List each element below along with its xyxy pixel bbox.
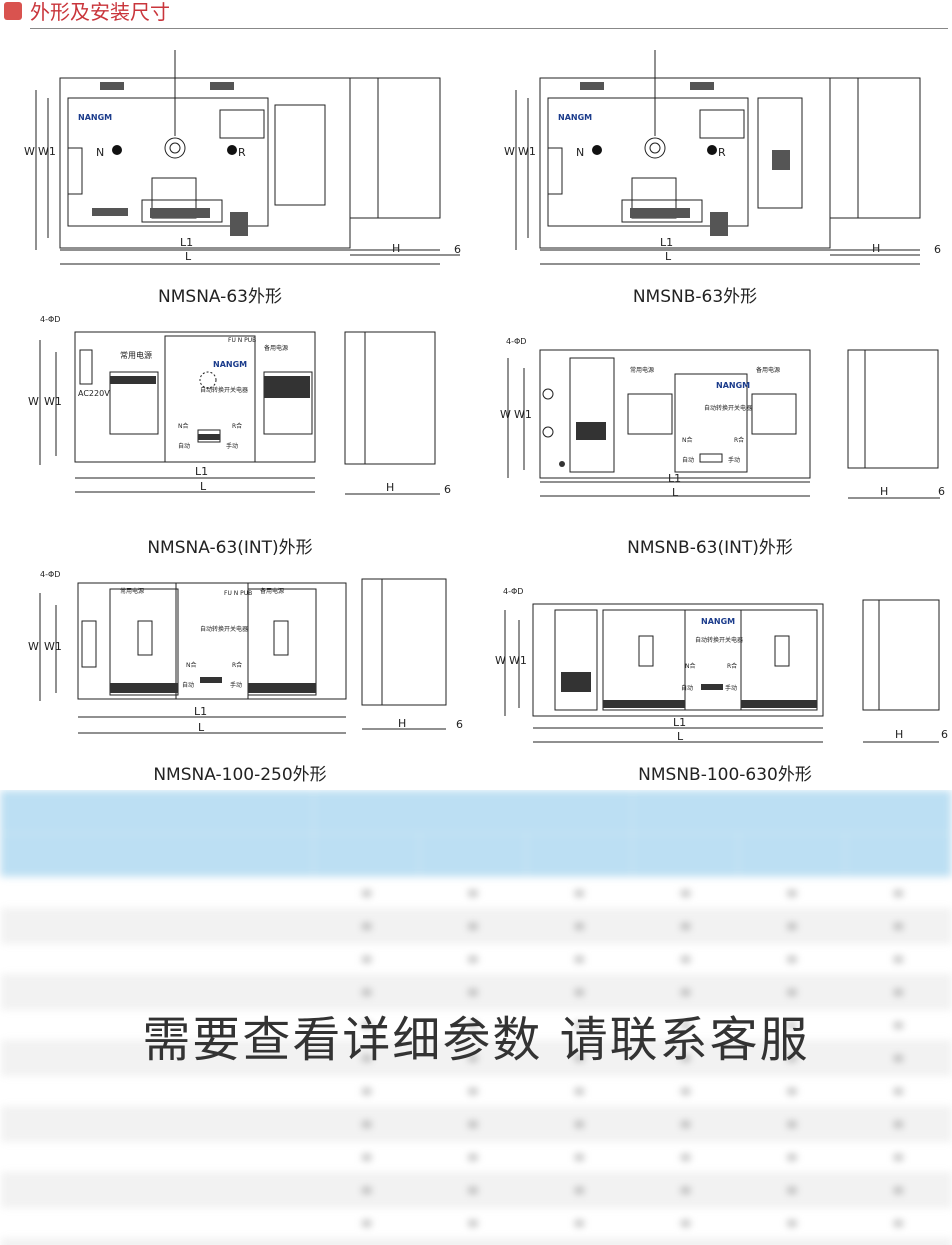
svg-text:手动: 手动 (725, 684, 737, 692)
caption-nmsnb-63-int: NMSNB-63(INT)外形 (627, 538, 793, 558)
svg-text:R合: R合 (232, 422, 242, 430)
spec-table: ▬▬▬▬▬▬ ▬▬▬▬▬▬ ▬▬▬▬▬▬ ▬▬▬▬▬▬ ▬▬▬▬▬▬ ▬▬▬▬▬… (0, 790, 952, 1245)
svg-text:自动转换开关电器: 自动转换开关电器 (200, 625, 248, 633)
svg-text:4-ΦD: 4-ΦD (40, 570, 60, 579)
drawing-nmsna-100-250: 4-ΦD 常用电源 备用电源 自动转换开关电器 N合 R合 自动 手动 FU N… (28, 570, 463, 734)
svg-text:L: L (198, 721, 205, 734)
svg-text:4-ΦD: 4-ΦD (503, 587, 523, 596)
svg-text:N: N (576, 146, 584, 159)
svg-text:自动: 自动 (182, 681, 194, 689)
svg-text:H: H (895, 728, 903, 741)
svg-text:W1: W1 (44, 395, 62, 408)
header-divider (30, 28, 948, 29)
svg-text:NANGM: NANGM (213, 360, 247, 369)
svg-text:6: 6 (444, 483, 451, 496)
svg-text:NANGM: NANGM (716, 381, 750, 390)
svg-text:W: W (495, 654, 506, 667)
svg-text:4-ΦD: 4-ΦD (40, 315, 60, 324)
svg-text:W: W (24, 145, 35, 158)
svg-text:L: L (677, 730, 684, 743)
svg-text:L: L (672, 486, 679, 499)
svg-text:W: W (28, 640, 39, 653)
drawing-nmsnb-63: NANGM N R W W1 L1 L H 6 (504, 50, 941, 265)
svg-text:6: 6 (934, 243, 941, 256)
svg-text:L: L (185, 250, 192, 263)
svg-text:FU N PUB: FU N PUB (228, 337, 256, 344)
svg-text:H: H (872, 242, 880, 255)
caption-nmsnb-100-630: NMSNB-100-630外形 (638, 765, 812, 785)
svg-text:R: R (238, 146, 246, 159)
svg-text:自动转换开关电器: 自动转换开关电器 (695, 636, 743, 644)
svg-text:N合: N合 (178, 422, 189, 430)
svg-text:R: R (718, 146, 726, 159)
svg-text:4-ΦD: 4-ΦD (506, 337, 526, 346)
svg-text:W: W (500, 408, 511, 421)
svg-text:手动: 手动 (728, 456, 740, 464)
svg-text:AC220V: AC220V (78, 389, 110, 398)
svg-text:W1: W1 (518, 145, 536, 158)
svg-text:R合: R合 (727, 662, 737, 670)
svg-text:H: H (392, 242, 400, 255)
svg-text:自动转换开关电器: 自动转换开关电器 (200, 386, 248, 394)
svg-text:NANGM: NANGM (701, 617, 735, 626)
svg-text:6: 6 (456, 718, 463, 731)
svg-text:W1: W1 (514, 408, 532, 421)
svg-text:备用电源: 备用电源 (756, 366, 780, 374)
svg-text:H: H (398, 717, 406, 730)
svg-text:6: 6 (454, 243, 461, 256)
svg-text:6: 6 (941, 728, 948, 741)
svg-text:L1: L1 (194, 705, 207, 718)
caption-nmsna-63: NMSNA-63外形 (158, 287, 282, 307)
drawing-nmsnb-100-630: 4-ΦD NANGM 自动转换开关电器 N合 R合 自动 手动 W W1 L1 … (495, 587, 948, 743)
svg-text:NANGM: NANGM (78, 113, 112, 122)
section-title: 外形及安装尺寸 (30, 0, 170, 24)
svg-text:W1: W1 (509, 654, 527, 667)
svg-text:L1: L1 (195, 465, 208, 478)
svg-text:常用电源: 常用电源 (630, 366, 654, 374)
svg-text:N合: N合 (186, 661, 197, 669)
svg-text:L1: L1 (660, 236, 673, 249)
drawing-nmsnb-63-int: 4-ΦD 常用电源 备用电源 NANGM 自动转换开关电器 N合 R合 自动 手… (500, 337, 945, 499)
svg-text:手动: 手动 (226, 442, 238, 450)
svg-text:自动: 自动 (682, 456, 694, 464)
drawing-nmsna-63: NANGM N R W W1 L1 L H 6 (24, 50, 461, 265)
svg-text:FU N PUB: FU N PUB (224, 590, 252, 597)
svg-text:N合: N合 (682, 436, 693, 444)
caption-nmsna-63-int: NMSNA-63(INT)外形 (147, 538, 313, 558)
svg-text:N合: N合 (685, 662, 696, 670)
svg-text:H: H (880, 485, 888, 498)
svg-text:常用电源: 常用电源 (120, 587, 144, 595)
svg-text:R合: R合 (232, 661, 242, 669)
caption-nmsnb-63: NMSNB-63外形 (632, 287, 758, 307)
svg-text:6: 6 (938, 485, 945, 498)
svg-text:L1: L1 (180, 236, 193, 249)
svg-text:手动: 手动 (230, 681, 242, 689)
section-header: 外形及安装尺寸 (0, 0, 952, 30)
svg-text:R合: R合 (734, 436, 744, 444)
svg-text:H: H (386, 481, 394, 494)
svg-text:备用电源: 备用电源 (264, 344, 288, 352)
svg-text:NANGM: NANGM (558, 113, 592, 122)
spec-table-blurred: ▬▬▬▬▬▬ ▬▬▬▬▬▬ ▬▬▬▬▬▬ ▬▬▬▬▬▬ ▬▬▬▬▬▬ ▬▬▬▬▬… (0, 790, 952, 1245)
search-icon (4, 2, 22, 20)
svg-text:W: W (504, 145, 515, 158)
svg-text:自动: 自动 (681, 684, 693, 692)
caption-nmsna-100-250: NMSNA-100-250外形 (153, 765, 327, 785)
svg-text:L1: L1 (668, 472, 681, 485)
svg-text:N: N (96, 146, 104, 159)
svg-text:W: W (28, 395, 39, 408)
svg-text:常用电源: 常用电源 (120, 350, 152, 360)
svg-text:L1: L1 (673, 716, 686, 729)
contact-service-overlay: 需要查看详细参数 请联系客服 (142, 1012, 810, 1068)
svg-text:备用电源: 备用电源 (260, 587, 284, 595)
svg-text:L: L (200, 480, 207, 493)
svg-text:自动转换开关电器: 自动转换开关电器 (704, 404, 752, 412)
svg-text:L: L (665, 250, 672, 263)
drawing-nmsna-63-int: 4-ΦD AC220V 常用电源 备用电源 NANGM 自动转换开关电器 N合 … (28, 315, 451, 496)
svg-text:W1: W1 (44, 640, 62, 653)
svg-text:W1: W1 (38, 145, 56, 158)
svg-text:自动: 自动 (178, 442, 190, 450)
